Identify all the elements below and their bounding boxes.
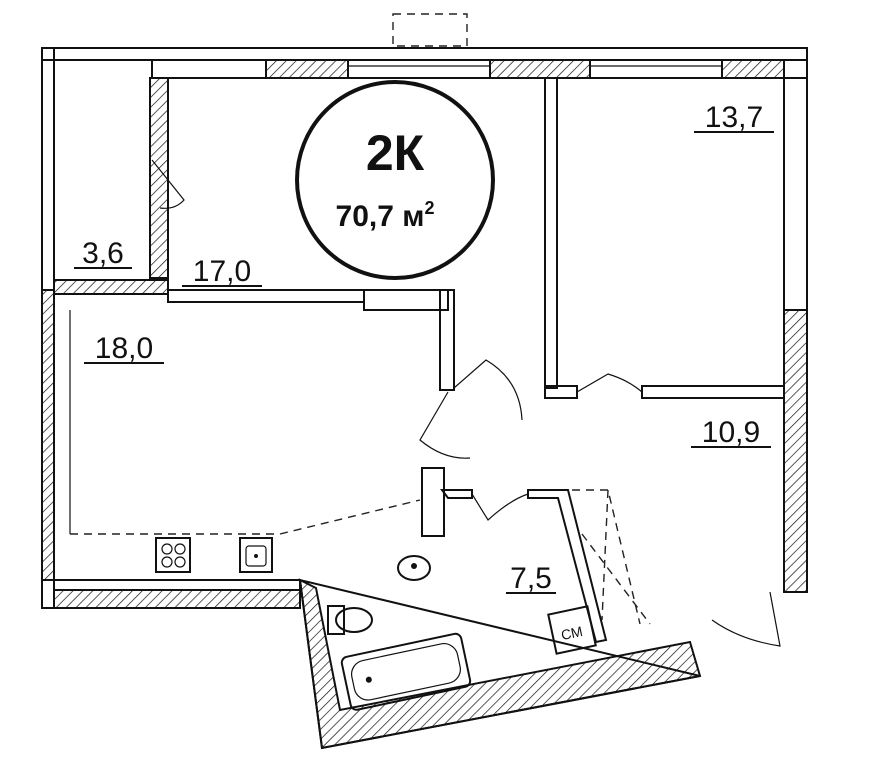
room-area-bedroom-right: 13,7 <box>705 101 763 134</box>
kitchen-fixtures <box>69 310 421 573</box>
balcony <box>53 59 185 295</box>
washer-label: СМ <box>560 623 584 643</box>
toilet-icon <box>327 605 373 635</box>
washbasin-icon <box>397 555 431 581</box>
room-area-bathroom: 7,5 <box>510 562 552 595</box>
vent-box <box>392 13 468 47</box>
interior-walls <box>167 77 785 644</box>
kitchen-sink-icon <box>239 537 273 573</box>
area-badge: 2К 70,7 м2 <box>295 80 495 280</box>
apartment-type: 2К <box>366 125 425 181</box>
room-area-kitchen-living: 18,0 <box>95 332 153 365</box>
room-labels: 3,6 17,0 13,7 18,0 10,9 7,5 СМ <box>74 101 774 643</box>
bathroom-fixtures <box>327 489 651 711</box>
room-area-bedroom-left: 17,0 <box>193 255 251 288</box>
bathtub-icon <box>340 632 472 711</box>
room-area-hall: 10,9 <box>702 416 760 449</box>
doors <box>419 359 781 647</box>
area-unit-superscript: 2 <box>424 198 434 218</box>
washer-icon <box>547 605 597 655</box>
stove-icon <box>155 537 191 573</box>
apartment-area: 70,7 м2 <box>336 198 435 233</box>
room-area-balcony: 3,6 <box>82 237 124 270</box>
outer-walls <box>41 47 808 750</box>
